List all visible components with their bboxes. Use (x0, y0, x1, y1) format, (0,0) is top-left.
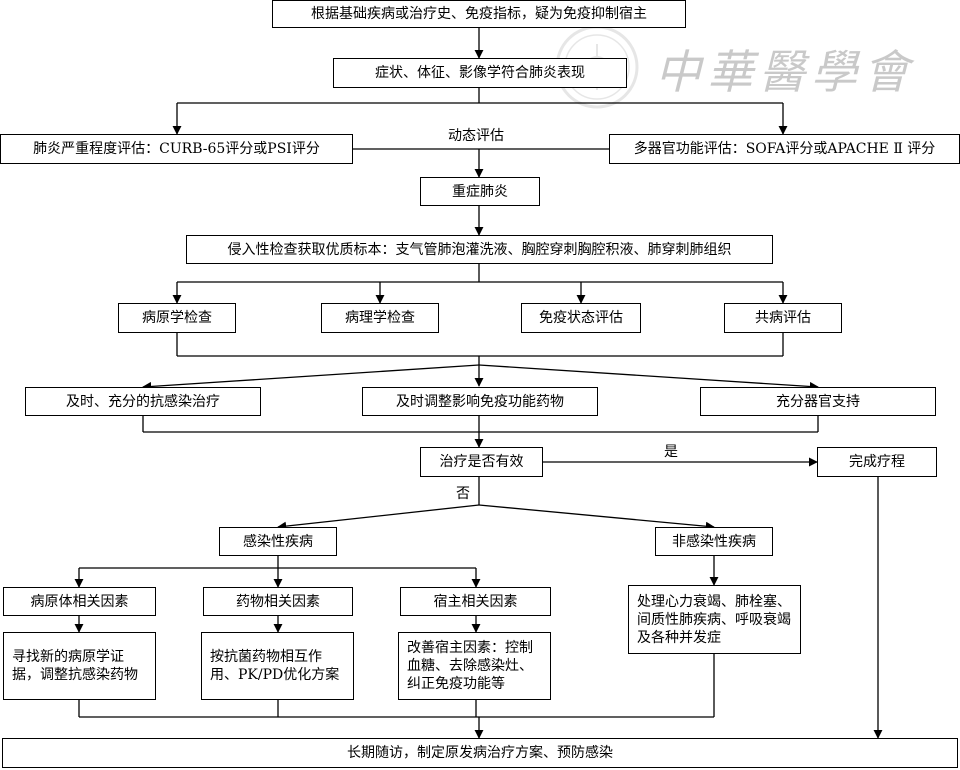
arrow-to-n13 (478, 364, 819, 392)
yes-label: 是 (664, 444, 678, 460)
drug-factors: 药物相关因素 (203, 587, 353, 616)
treatment-effective-decision: 治疗是否有效 (420, 447, 543, 477)
etiology-test: 病原学检查 (118, 303, 236, 333)
complete-treatment-course: 完成疗程 (817, 447, 937, 477)
dynamic-assessment-label: 动态评估 (448, 128, 504, 144)
arrow-to-n17 (478, 504, 715, 531)
new-etiology-evidence: 寻找新的病原学证据，调整抗感染药物 (3, 632, 156, 700)
improve-host-factors: 改善宿主因素：控制血糖、去除感染灶、纠正免疫功能等 (398, 632, 551, 700)
adjust-immune-drugs: 及时调整影响免疫功能药物 (362, 387, 598, 416)
multi-organ-function-assessment: 多器官功能评估：SOFA评分或APACHE Ⅱ 评分 (609, 134, 960, 164)
infectious-disease: 感染性疾病 (219, 527, 337, 556)
arrow-to-n16 (277, 504, 480, 531)
severe-pneumonia: 重症肺炎 (420, 177, 540, 206)
anti-infection-therapy: 及时、充分的抗感染治疗 (25, 387, 261, 416)
pathology-test: 病理学检查 (321, 303, 439, 333)
organ-support: 充分器官支持 (700, 387, 936, 416)
immunosuppressed-host-suspected: 根据基础疾病或治疗史、免疫指标，疑为免疫抑制宿主 (272, 0, 686, 28)
optimize-pk-pd: 按抗菌药物相互作用、PK/PD优化方案 (201, 632, 354, 700)
pneumonia-manifestation: 症状、体征、影像学符合肺炎表现 (333, 58, 627, 88)
invasive-sampling: 侵入性检查获取优质标本：支气管肺泡灌洗液、胸腔穿刺胸腔积液、肺穿刺肺组织 (186, 235, 773, 264)
society-name-watermark: 中華醫學會 (655, 45, 915, 99)
immune-status-assessment: 免疫状态评估 (521, 303, 641, 333)
pathogen-factors: 病原体相关因素 (3, 587, 156, 616)
arrow-to-n11 (142, 364, 480, 392)
long-term-follow-up: 长期随访，制定原发病治疗方案、预防感染 (2, 738, 958, 768)
manage-complications: 处理心力衰竭、肺栓塞、间质性肺疾病、呼吸衰竭及各种并发症 (628, 585, 801, 654)
pneumonia-severity-assessment: 肺炎严重程度评估：CURB-65评分或PSI评分 (0, 134, 353, 164)
comorbidity-assessment: 共病评估 (724, 303, 842, 333)
host-factors: 宿主相关因素 (400, 587, 551, 616)
non-infectious-disease: 非感染性疾病 (655, 527, 773, 556)
no-label: 否 (456, 486, 470, 502)
